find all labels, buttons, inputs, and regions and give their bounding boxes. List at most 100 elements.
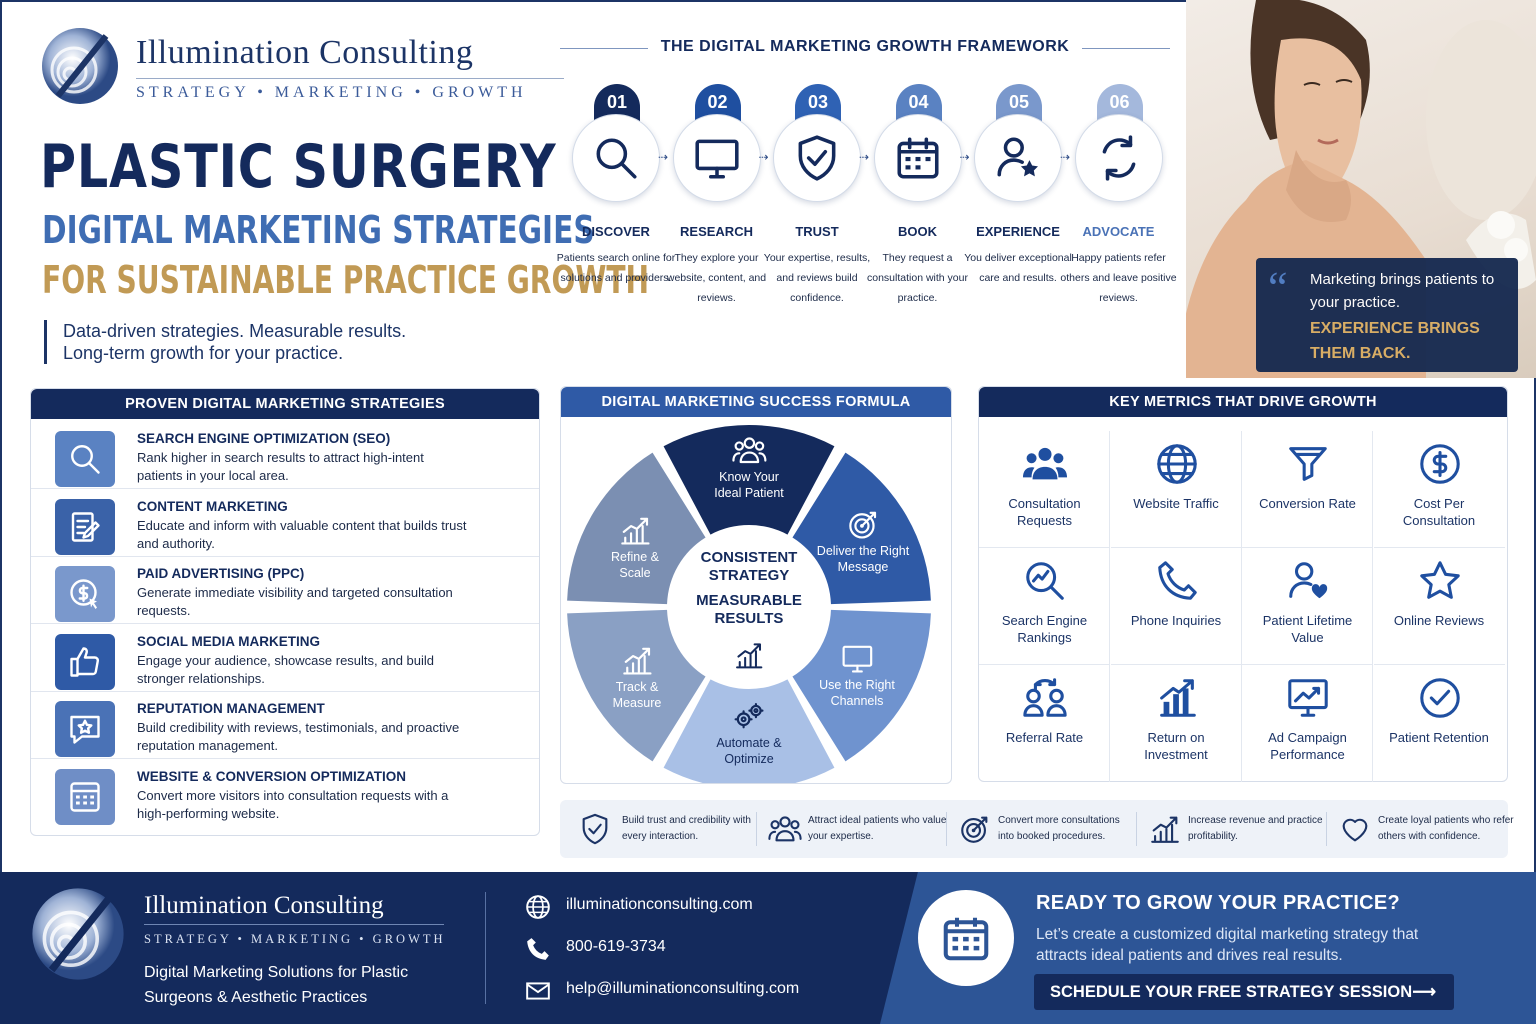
- brand-header: Illumination Consulting: [40, 26, 564, 106]
- wheel-segment-label: Track &Measure: [613, 680, 662, 710]
- calendar-icon: [896, 137, 939, 179]
- strategy-description: Rank higher in search results to attract…: [137, 450, 424, 483]
- search-chart-icon: [1026, 562, 1064, 600]
- strategy-item: WEBSITE & CONVERSION OPTIMIZATION Conver…: [31, 761, 539, 827]
- wheel-segment: [663, 679, 835, 783]
- globe-icon: [526, 895, 550, 919]
- people-solid-icon: [1022, 447, 1068, 480]
- check-circle-icon: [1419, 678, 1460, 718]
- strategy-title: SEARCH ENGINE OPTIMIZATION (SEO): [137, 431, 391, 446]
- step-description: They explore your website, content, and …: [666, 252, 767, 304]
- mail-icon: [526, 982, 550, 1000]
- wheel-segment-icon: [734, 702, 764, 729]
- metric-label: Cost Per Consultation: [1402, 496, 1476, 528]
- star-chat-icon: [70, 715, 100, 744]
- strategy-title: REPUTATION MANAGEMENT: [137, 701, 325, 716]
- logo-swirl-icon: [42, 28, 118, 104]
- step-label: RESEARCH: [680, 224, 753, 239]
- bar-chart-icon: [1159, 679, 1196, 717]
- metric-tile: Patient Lifetime Value: [1242, 548, 1373, 665]
- user-star-icon: [997, 137, 1038, 177]
- metric-label: Online Reviews: [1393, 613, 1485, 628]
- campaign-chart-icon: [1288, 679, 1328, 717]
- step-icon-circle: [873, 114, 962, 202]
- phone-icon: [1157, 561, 1197, 600]
- step-label: TRUST: [795, 224, 839, 239]
- quote-mark-icon: “: [1268, 263, 1288, 312]
- logo-swirl-icon: [32, 888, 124, 980]
- strategy-title: PAID ADVERTISING (PPC): [137, 566, 305, 581]
- step-arrow-icon: ⇢: [1060, 150, 1071, 164]
- wheel-segment-icon: [623, 647, 652, 675]
- phone-number[interactable]: 800-619-3734: [566, 938, 666, 955]
- framework-step-experience: 05 EXPERIENCE You deliver exceptional ca…: [964, 84, 1072, 314]
- metric-label: Patient Lifetime Value: [1262, 613, 1353, 645]
- search-icon: [596, 138, 637, 179]
- wheel-segment-icon: [621, 517, 650, 545]
- step-icon-circle: [672, 114, 761, 202]
- wheel-segment-icon: [849, 511, 877, 539]
- wheel-center: [671, 529, 827, 685]
- step-description: They request a consultation with your pr…: [867, 252, 968, 304]
- benefit-text: Increase revenue and practice profitabil…: [1188, 815, 1323, 842]
- chart-up-icon: [736, 643, 763, 669]
- footer-brand-name: Illumination Consulting: [144, 892, 384, 919]
- benefit-item: Attract ideal patients who value your ex…: [758, 800, 946, 858]
- benefit-item: Convert more consultations into booked p…: [948, 800, 1134, 858]
- metric-tile: Referral Rate: [979, 665, 1110, 782]
- metric-tile: Conversion Rate: [1242, 431, 1373, 548]
- strategy-description: Generate immediate visibility and target…: [137, 585, 453, 618]
- wheel-segment: [792, 609, 931, 762]
- metric-label: Patient Retention: [1389, 730, 1489, 745]
- brand-divider: [136, 78, 564, 79]
- benefit-separator: [946, 812, 947, 846]
- metric-tile: Ad Campaign Performance: [1242, 665, 1373, 782]
- strategy-description: Convert more visitors into consultation …: [137, 787, 449, 821]
- strategy-description: Build credibility with reviews, testimon…: [137, 720, 460, 753]
- metrics-grid: Consultation Requests Website Traffic Co…: [979, 431, 1509, 783]
- strategy-icon-tile: [55, 566, 115, 622]
- metric-tile: Phone Inquiries: [1110, 548, 1242, 665]
- wheel-segment-label: Refine &Scale: [611, 550, 660, 580]
- step-icon-circle: [773, 114, 861, 202]
- schedule-session-label: SCHEDULE YOUR FREE STRATEGY SESSION: [1050, 983, 1413, 1001]
- metric-label: Phone Inquiries: [1130, 613, 1222, 628]
- step-icon-circle: [1074, 114, 1163, 202]
- framework-step-book: 04 BOOK They request a consultation with…: [866, 84, 968, 314]
- phone-icon: [527, 938, 549, 960]
- document-edit-icon: [71, 511, 100, 542]
- schedule-session-button[interactable]: SCHEDULE YOUR FREE STRATEGY SESSION ⟶: [1034, 974, 1454, 1010]
- benefit-separator: [756, 812, 757, 846]
- search-icon: [71, 445, 100, 474]
- calendar-icon: [943, 917, 989, 961]
- metric-tile: Patient Retention: [1374, 665, 1505, 782]
- refresh-icon: [1102, 135, 1135, 181]
- funnel-icon: [1289, 447, 1327, 481]
- framework-steps: 01 DISCOVER Patients search online for s…: [557, 84, 1180, 314]
- chart-up-icon: [1151, 816, 1179, 843]
- metric-label: Return on Investment: [1144, 730, 1208, 762]
- browser-grid-icon: [70, 781, 100, 812]
- formula-panel: DIGITAL MARKETING SUCCESS FORMULA Know Y…: [560, 386, 952, 784]
- metrics-panel: KEY METRICS THAT DRIVE GROWTH Consultati…: [978, 386, 1508, 782]
- footer-tagline: STRATEGY • MARKETING • GROWTH: [144, 932, 446, 946]
- heart-icon: [1342, 818, 1368, 842]
- strategies-panel: PROVEN DIGITAL MARKETING STRATEGIES SEAR…: [30, 388, 540, 836]
- benefits-strip: Build trust and credibility with every i…: [560, 800, 1514, 858]
- step-arrow-icon: ⇢: [959, 150, 970, 164]
- strategy-icon-tile: [55, 633, 115, 690]
- email-link[interactable]: help@illuminationconsulting.com: [566, 980, 800, 997]
- metric-tile: Cost Per Consultation: [1373, 431, 1505, 548]
- footer-description: Digital Marketing Solutions for Plastic …: [144, 964, 409, 1006]
- headline-main: PLASTIC SURGERY: [40, 132, 557, 202]
- user-heart-icon: [1289, 562, 1328, 599]
- subtitle-line-1: Data-driven strategies. Measurable resul…: [63, 321, 407, 341]
- website-link[interactable]: illuminationconsulting.com: [566, 896, 753, 913]
- arrow-right-icon: ⟶: [1412, 983, 1436, 1001]
- shield-check-icon: [582, 813, 608, 845]
- step-description: Happy patients refer others and leave po…: [1060, 252, 1177, 304]
- benefit-text: Attract ideal patients who value your ex…: [808, 815, 947, 842]
